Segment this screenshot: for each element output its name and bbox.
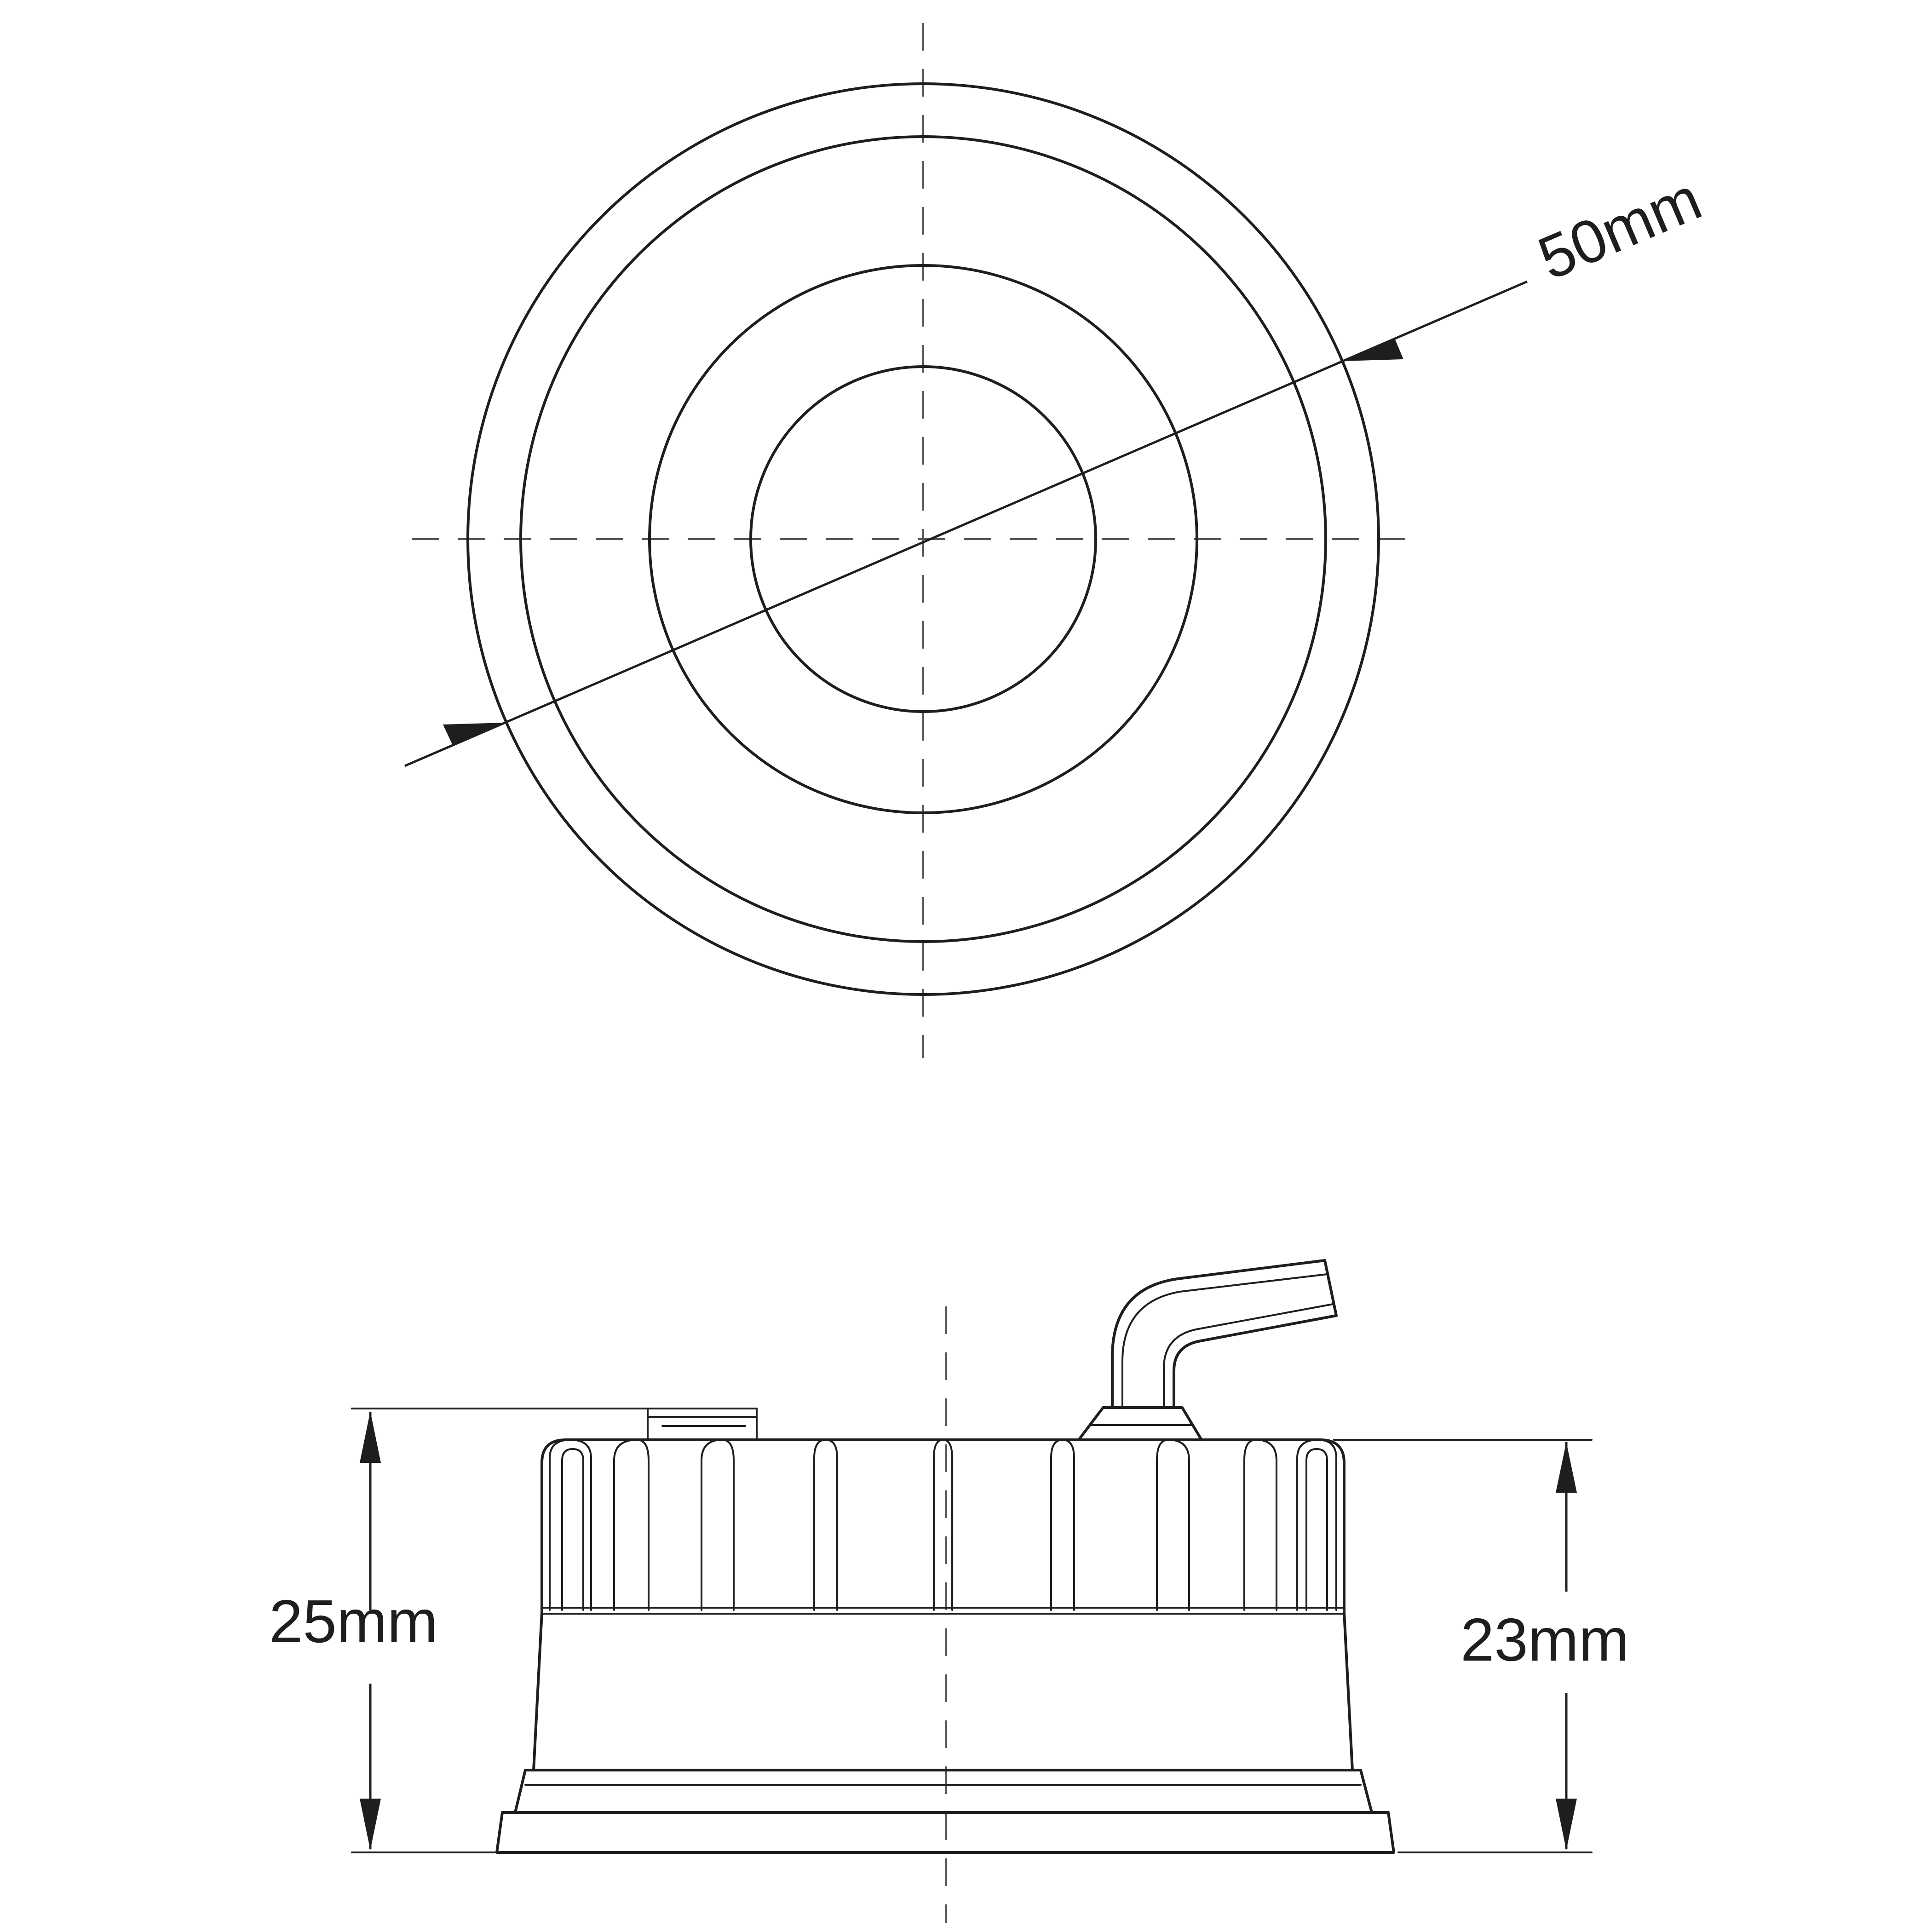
cable-inner	[1173, 1314, 1338, 1409]
rib	[1156, 1439, 1190, 1611]
body-circle	[519, 135, 1327, 943]
base-flange	[495, 1811, 1395, 1854]
rib	[613, 1439, 650, 1611]
rib	[701, 1439, 735, 1611]
middle-ring-circle	[648, 264, 1198, 814]
cable-inner-line-2	[1163, 1303, 1334, 1409]
rib-group	[549, 1439, 1337, 1611]
diameter-arrow-lower	[443, 723, 505, 745]
overall-height-arrow-top	[360, 1411, 381, 1463]
diameter-arrow-upper	[1343, 339, 1403, 361]
rib	[561, 1448, 584, 1611]
overall-height-arrow-bottom	[360, 1799, 381, 1850]
diameter-dimension-line	[404, 280, 1528, 767]
cable-inner-line-1	[1121, 1273, 1328, 1409]
base-step	[514, 1769, 1373, 1814]
rib	[549, 1439, 592, 1611]
cable-gland-boss	[1077, 1406, 1203, 1441]
body-height-label: 23mm	[1460, 1606, 1629, 1673]
cable-end	[1323, 1259, 1338, 1317]
rib	[1243, 1439, 1277, 1611]
rib	[1050, 1439, 1075, 1611]
cable-outer	[1111, 1259, 1326, 1409]
side-view: 25mm 23mm	[269, 1259, 1629, 1923]
rib	[933, 1439, 953, 1611]
inner-circle	[749, 365, 1097, 713]
ribbed-section-outline	[540, 1438, 1346, 1614]
rib	[1305, 1448, 1328, 1611]
overall-height-label: 25mm	[269, 1587, 438, 1655]
top-tab	[647, 1408, 758, 1441]
top-view: 50mm	[404, 23, 1711, 1058]
rib	[813, 1439, 838, 1611]
body-height-arrow-bottom	[1556, 1799, 1577, 1850]
body-height-arrow-top	[1556, 1442, 1577, 1493]
outer-flange-circle	[466, 82, 1380, 996]
body-taper	[532, 1611, 1354, 1771]
rib	[1296, 1439, 1337, 1611]
diameter-label: 50mm	[1529, 164, 1711, 293]
